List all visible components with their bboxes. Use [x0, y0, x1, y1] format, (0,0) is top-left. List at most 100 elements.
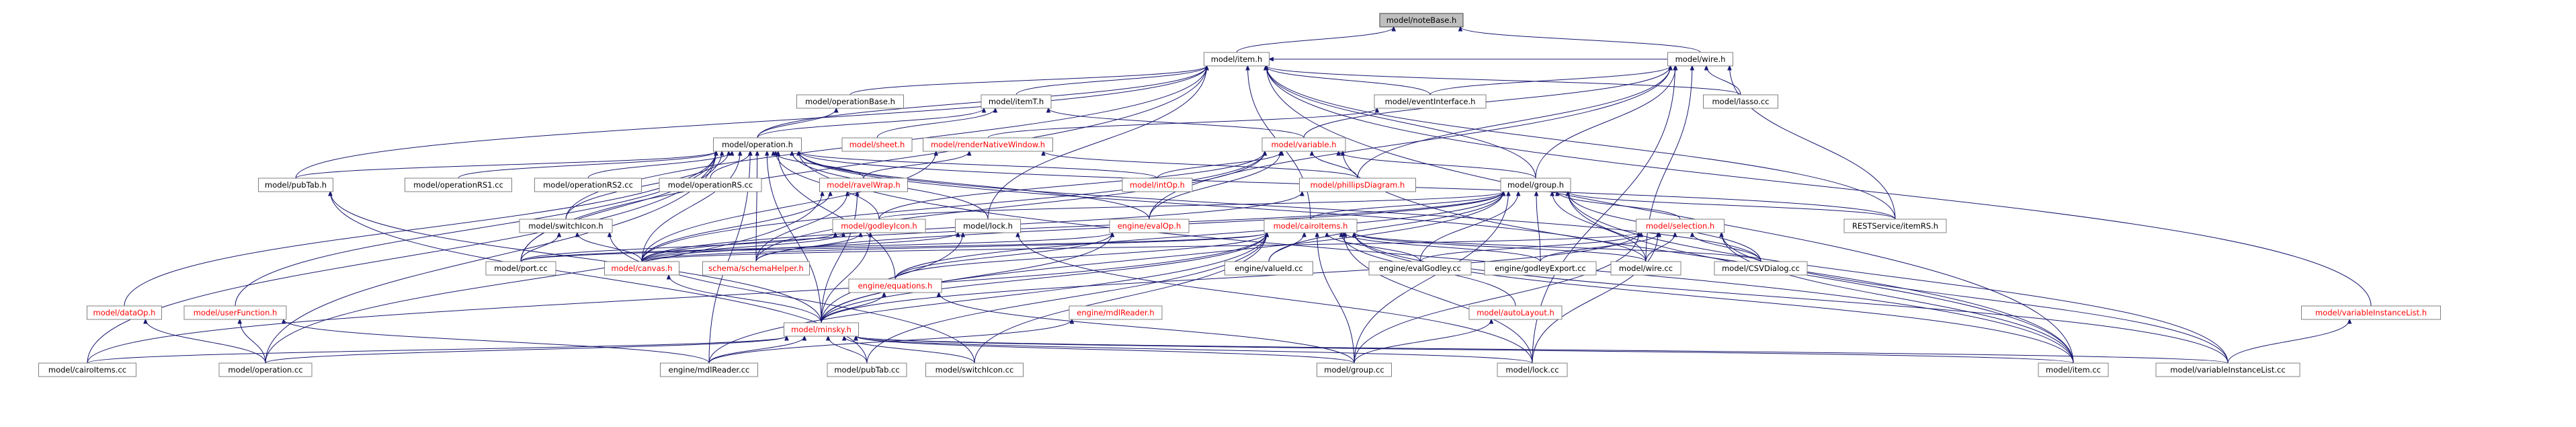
dependency-edge — [1267, 66, 1896, 220]
graph-node-dataOp-h[interactable]: model/dataOp.h — [87, 305, 162, 320]
graph-node-canvas-h[interactable]: model/canvas.h — [604, 261, 679, 276]
graph-node-variable-h[interactable]: model/variable.h — [1261, 137, 1346, 152]
graph-node-ravelWrap-h[interactable]: model/ravelWrap.h — [819, 178, 908, 192]
graph-node-noteBase-h[interactable]: model/noteBase.h — [1379, 13, 1464, 28]
graph-node-autoLayout-h[interactable]: model/autoLayout.h — [1468, 305, 1563, 320]
dependency-edge — [778, 151, 896, 280]
graph-node-wire-cc[interactable]: model/wire.cc — [1610, 261, 1681, 276]
graph-node-operation-h[interactable]: model/operation.h — [713, 137, 802, 152]
graph-node-phillipsDiagram-h[interactable]: model/phillipsDiagram.h — [1299, 178, 1416, 192]
graph-node-item-h[interactable]: model/item.h — [1204, 52, 1270, 67]
node-label: model/canvas.h — [611, 264, 672, 273]
graph-node-eventInterface-h[interactable]: model/eventInterface.h — [1374, 94, 1487, 109]
dependency-edge — [1354, 233, 2229, 364]
dependency-edge — [641, 151, 1265, 262]
dependency-edge — [849, 66, 1207, 95]
dependency-edge — [1317, 233, 1355, 364]
dependency-edge — [284, 319, 710, 364]
graph-node-RESTService-itemRS-h[interactable]: RESTService/itemRS.h — [1843, 219, 1947, 233]
dependency-edge — [1706, 66, 1741, 95]
node-box — [87, 305, 162, 320]
graph-node-itemT-h[interactable]: model/itemT.h — [981, 94, 1052, 109]
dependency-edge — [641, 151, 740, 262]
node-label: model/lock.h — [963, 221, 1013, 231]
graph-node-wire-h[interactable]: model/wire.h — [1667, 52, 1733, 67]
dependency-edge — [1692, 233, 1761, 262]
dependency-edge — [1236, 27, 1394, 53]
dependency-edge — [856, 336, 1355, 364]
graph-node-evalGodley-cc[interactable]: engine/evalGodley.cc — [1368, 261, 1472, 276]
dependency-edge — [974, 233, 1267, 364]
graph-node-valueId-cc[interactable]: engine/valueId.cc — [1224, 261, 1313, 276]
graph-node-cairoItems-cc[interactable]: model/cairoItems.cc — [38, 362, 136, 377]
graph-node-godleyIcon-h[interactable]: model/godleyIcon.h — [832, 219, 926, 233]
graph-node-variableInstanceList-h[interactable]: model/variableInstanceList.h — [2301, 305, 2441, 320]
graph-node-port-cc[interactable]: model/port.cc — [485, 261, 556, 276]
graph-node-userFunction-h[interactable]: model/userFunction.h — [183, 305, 287, 320]
node-box — [1468, 305, 1563, 320]
dependency-edge — [1344, 233, 1533, 364]
graph-node-pubTab-h[interactable]: model/pubTab.h — [258, 178, 333, 192]
graph-node-mdlReader-h[interactable]: engine/mdlReader.h — [1069, 305, 1163, 320]
dependency-edge — [587, 151, 732, 179]
node-label: model/variableInstanceList.h — [2315, 308, 2427, 317]
graph-node-lock-cc[interactable]: model/lock.cc — [1497, 362, 1568, 377]
graph-node-switchIcon-h[interactable]: model/switchIcon.h — [519, 219, 613, 233]
dependency-edge — [1536, 192, 1541, 262]
node-box — [534, 178, 642, 192]
dependency-edge — [856, 336, 2229, 364]
node-box — [1703, 94, 1778, 109]
graph-node-equations-h[interactable]: engine/equations.h — [848, 278, 942, 293]
dependency-edge — [610, 233, 975, 364]
graph-node-item-cc[interactable]: model/item.cc — [2038, 362, 2109, 377]
graph-node-group-h[interactable]: model/group.h — [1500, 178, 1571, 192]
graph-node-operationBase-h[interactable]: model/operationBase.h — [796, 94, 904, 109]
graph-node-switchIcon-cc[interactable]: model/switchIcon.cc — [925, 362, 1024, 377]
node-box — [1122, 178, 1193, 192]
graph-node-group-cc[interactable]: model/group.cc — [1317, 362, 1392, 377]
graph-node-operationRS2-cc[interactable]: model/operationRS2.cc — [534, 178, 642, 192]
graph-node-sheet-h[interactable]: model/sheet.h — [841, 137, 913, 152]
graph-node-operation-cc[interactable]: model/operation.cc — [218, 362, 313, 377]
dependency-edge — [1267, 66, 1741, 95]
graph-node-cairoItems-h[interactable]: model/cairoItems.h — [1263, 219, 1358, 233]
graph-node-intOp-h[interactable]: model/intOp.h — [1122, 178, 1193, 192]
graph-node-minsky-h[interactable]: model/minsky.h — [784, 322, 859, 337]
node-box — [1261, 137, 1346, 152]
node-box — [1263, 219, 1358, 233]
dependency-edge — [265, 192, 823, 364]
graph-node-selection-h[interactable]: model/selection.h — [1636, 219, 1725, 233]
graph-node-evalOp-h[interactable]: engine/evalOp.h — [1109, 219, 1190, 233]
dependency-edge — [821, 233, 1112, 323]
graph-node-pubTab-cc[interactable]: model/pubTab.cc — [827, 362, 907, 377]
node-label: model/wire.cc — [1619, 264, 1673, 273]
graph-node-renderNativeWindow-h[interactable]: model/renderNativeWindow.h — [923, 137, 1053, 152]
graph-node-operationRS1-cc[interactable]: model/operationRS1.cc — [405, 178, 512, 192]
graph-node-operationRS-cc[interactable]: model/operationRS.cc — [659, 178, 762, 192]
graph-node-lasso-cc[interactable]: model/lasso.cc — [1703, 94, 1778, 109]
dependency-edge — [1157, 151, 1282, 179]
graph-node-CSVDialog-cc[interactable]: model/CSVDialog.cc — [1714, 261, 1808, 276]
graph-node-variableInstanceList-cc[interactable]: model/variableInstanceList.cc — [2155, 362, 2300, 377]
graph-node-lock-h[interactable]: model/lock.h — [955, 219, 1021, 233]
dependency-edge — [520, 233, 559, 262]
node-box — [827, 362, 907, 377]
dependency-edge — [1267, 66, 1536, 179]
node-label: model/godleyIcon.h — [841, 221, 917, 231]
dependency-edge — [1429, 66, 1671, 95]
node-box — [1069, 305, 1163, 320]
graph-node-schemaHelper-h[interactable]: schema/schemaHelper.h — [702, 261, 810, 276]
node-box — [1109, 219, 1190, 233]
dependency-edge — [458, 151, 716, 179]
node-label: RESTService/itemRS.h — [1852, 221, 1938, 231]
node-box — [405, 178, 512, 192]
dependency-edge — [1354, 233, 2074, 364]
dependency-edge — [1354, 319, 1491, 364]
graph-node-mdlReader-cc[interactable]: engine/mdlReader.cc — [660, 362, 758, 377]
dependency-edge — [669, 275, 822, 323]
dependency-edge — [520, 233, 835, 262]
dependency-edge — [987, 66, 1207, 220]
dependency-edge — [1149, 66, 1671, 220]
graph-node-godleyExport-cc[interactable]: engine/godleyExport.cc — [1484, 261, 1597, 276]
dependency-edge — [799, 151, 1158, 179]
